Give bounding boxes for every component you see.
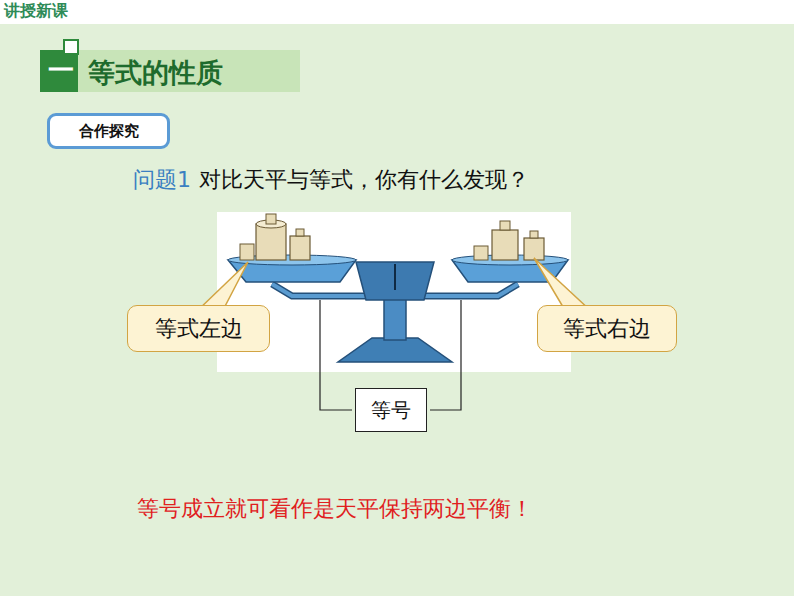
section-heading: 等式的性质 [88,55,223,91]
callout-tail [534,258,592,312]
question-text: 对比天平与等式，你有什么发现？ [199,165,529,195]
callout-right: 等式右边 [537,305,677,352]
bracket-line [430,300,461,410]
section-tag: 讲授新课 [4,1,68,22]
equal-sign-box: 等号 [355,388,427,432]
callout-left: 等式左边 [127,305,270,352]
activity-tag: 合作探究 [47,113,170,149]
heading-icon-corner [64,40,78,54]
node-text: 等式右边 [563,314,651,344]
question-number: 问题1 [133,165,191,195]
conclusion-note: 等号成立就可看作是天平保持两边平衡！ [137,494,533,524]
node-text: 等号 [371,397,411,424]
node-text: 合作探究 [79,122,139,141]
heading-band [40,50,300,92]
balance-picture-ground [217,212,571,372]
balance-scale [228,214,568,362]
node-text: 等式左边 [155,314,243,344]
heading-icon [40,50,78,92]
header-strip [0,0,794,24]
bracket-line [320,300,352,410]
section-number: 一 [48,53,74,88]
